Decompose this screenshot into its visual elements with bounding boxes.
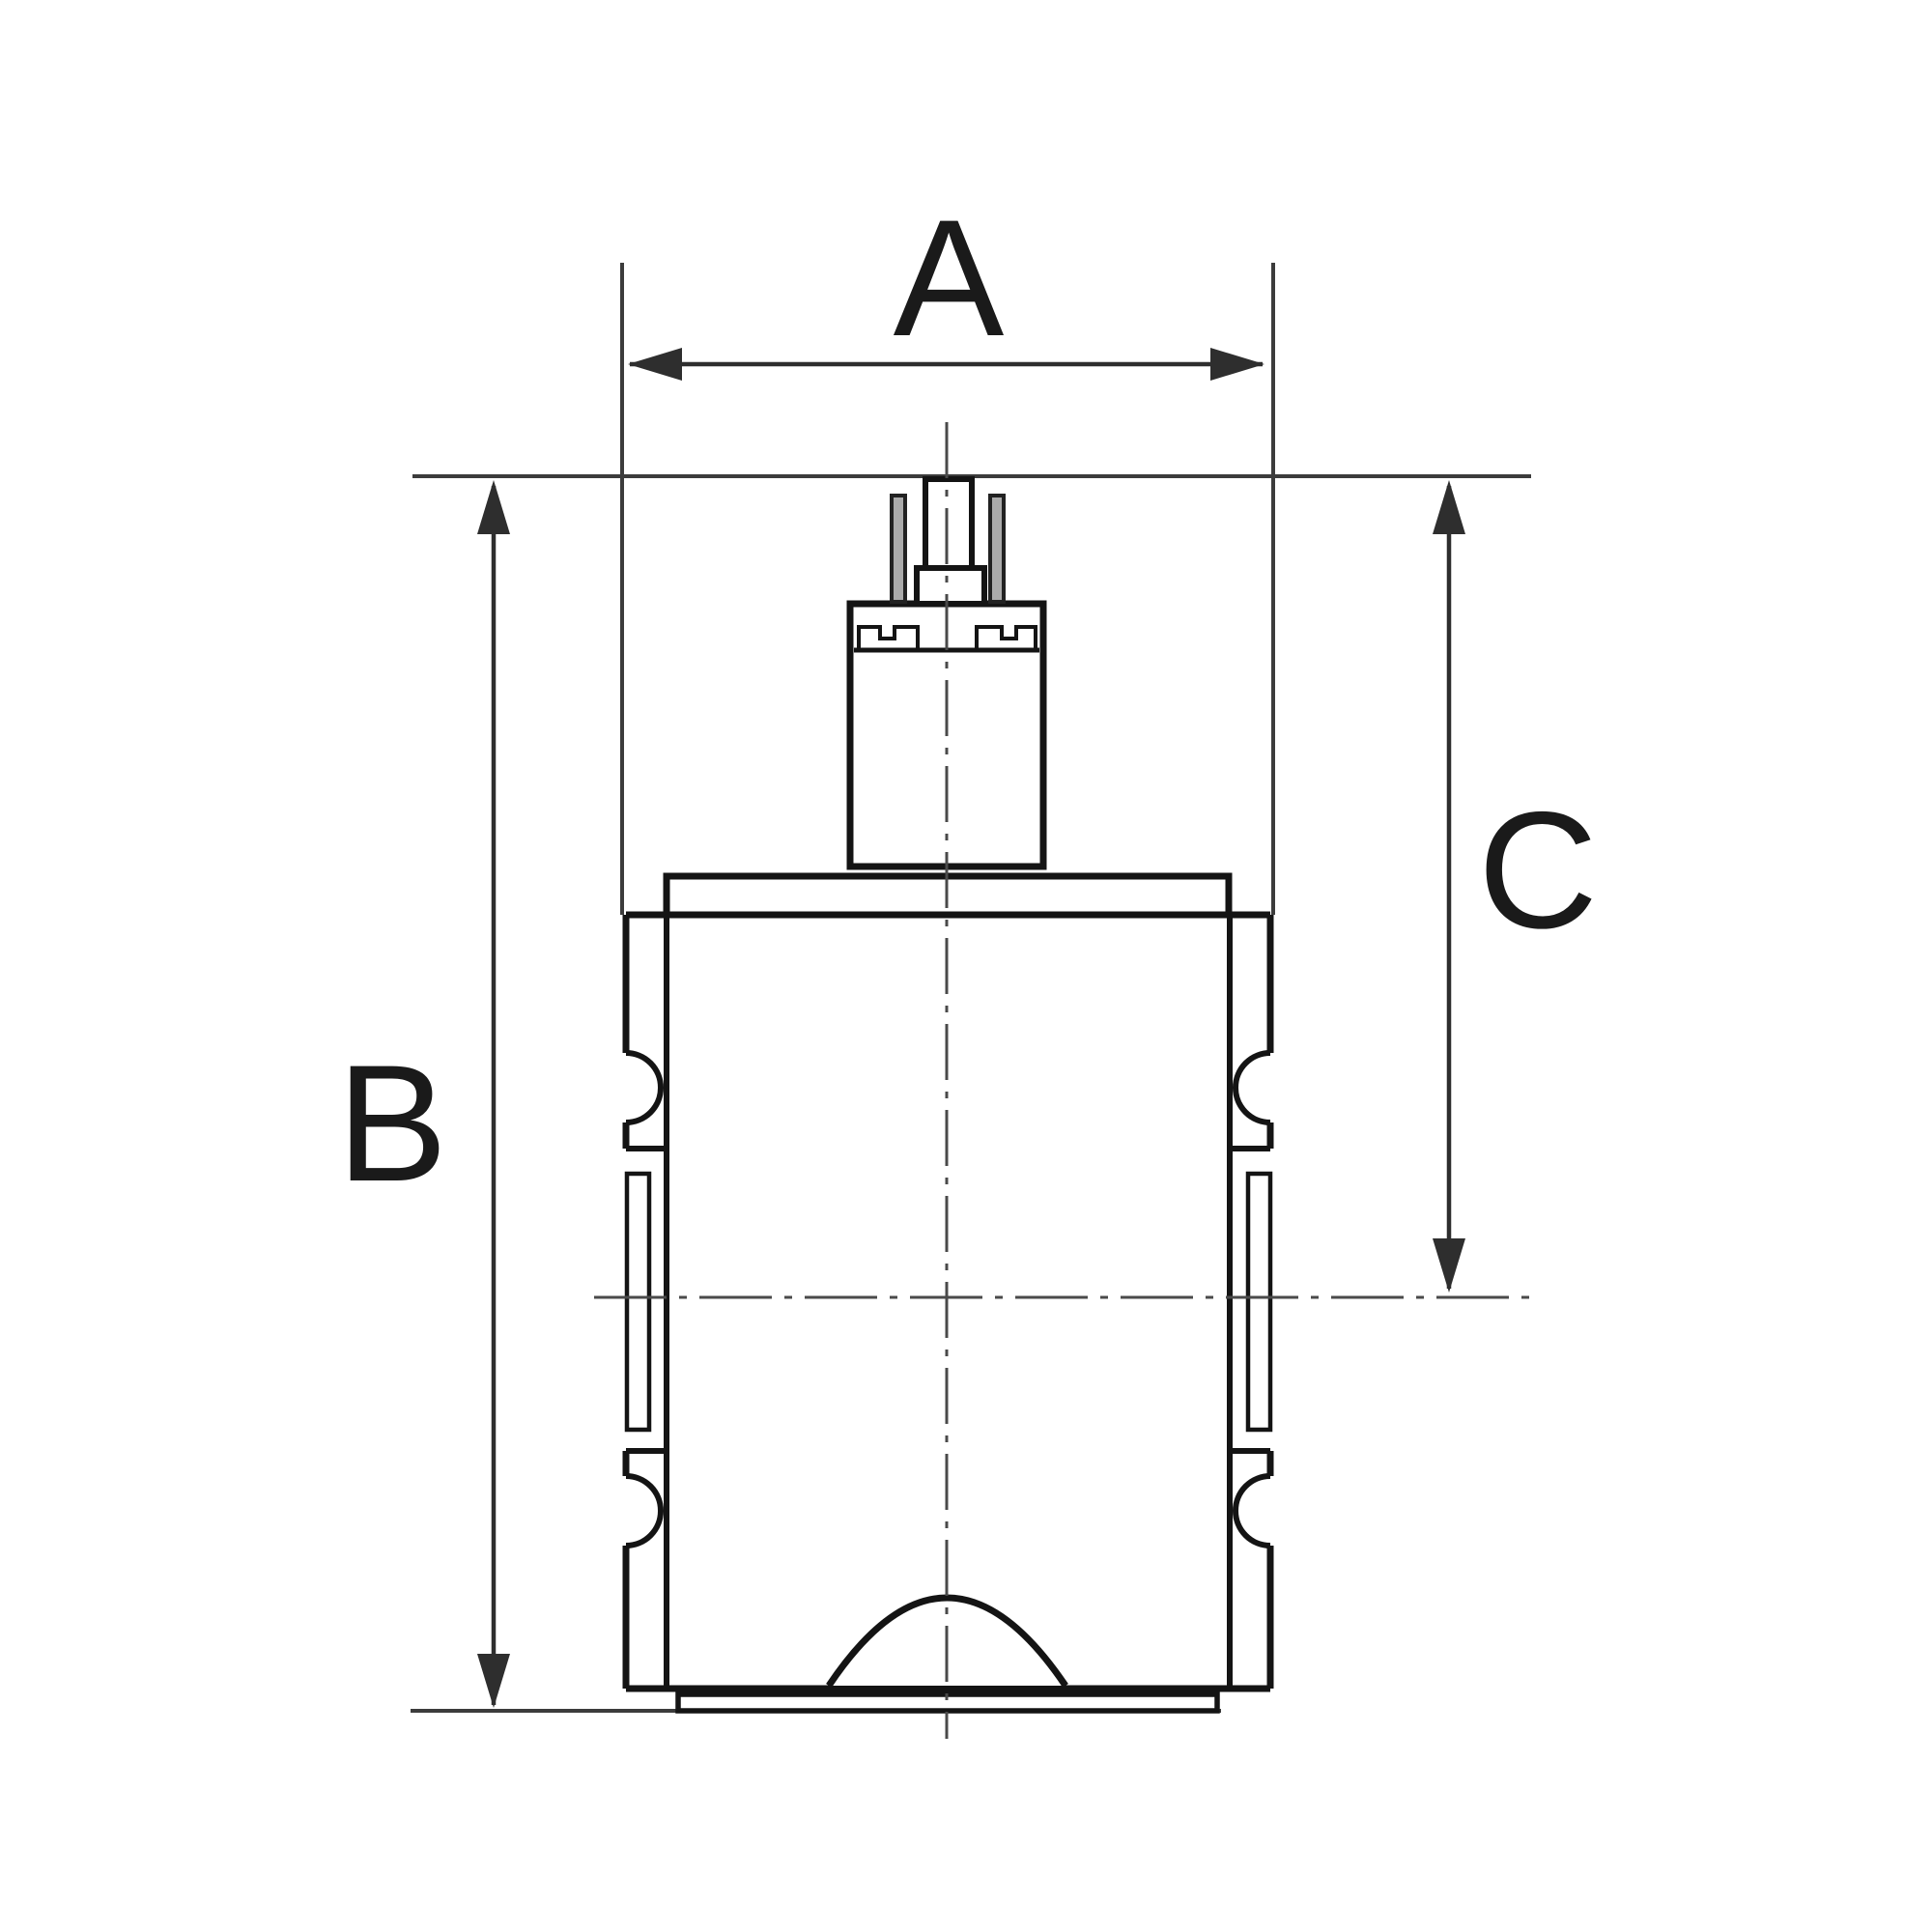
dimension-c-arrowhead-top [1433, 480, 1465, 534]
pin-right [988, 494, 1006, 604]
centerlines [594, 422, 1529, 1739]
left-step-lines [626, 1146, 667, 1454]
dimension-b-label: B [337, 1031, 448, 1216]
dimension-a-arrowhead-right [1210, 348, 1264, 381]
dimension-c-label: C [1478, 778, 1598, 963]
pin-center [923, 476, 975, 574]
right-notch-upper [1233, 1050, 1271, 1125]
left-notch-upper [625, 1050, 664, 1125]
coil-terminal-left [857, 625, 920, 648]
pin-center-base-block [914, 565, 987, 607]
dimension-b-arrowhead-top [477, 480, 510, 534]
dimension-a [628, 348, 1264, 381]
left-groove-slot [624, 1171, 652, 1433]
dimension-c-arrowhead-bottom [1433, 1238, 1465, 1293]
dimension-b-arrowhead-bottom [477, 1654, 510, 1708]
coil-terminal-right [975, 625, 1037, 648]
right-step-lines [1230, 1146, 1270, 1454]
connector-pins [890, 476, 1006, 607]
right-groove-slot [1245, 1171, 1273, 1433]
pin-left [890, 494, 907, 604]
left-notch-lower [625, 1473, 664, 1548]
dimension-c [1433, 480, 1465, 1293]
dimension-a-label: A [894, 185, 1005, 371]
dimension-b [477, 480, 510, 1708]
right-notch-lower [1233, 1473, 1271, 1548]
dimension-a-arrowhead-left [628, 348, 682, 381]
